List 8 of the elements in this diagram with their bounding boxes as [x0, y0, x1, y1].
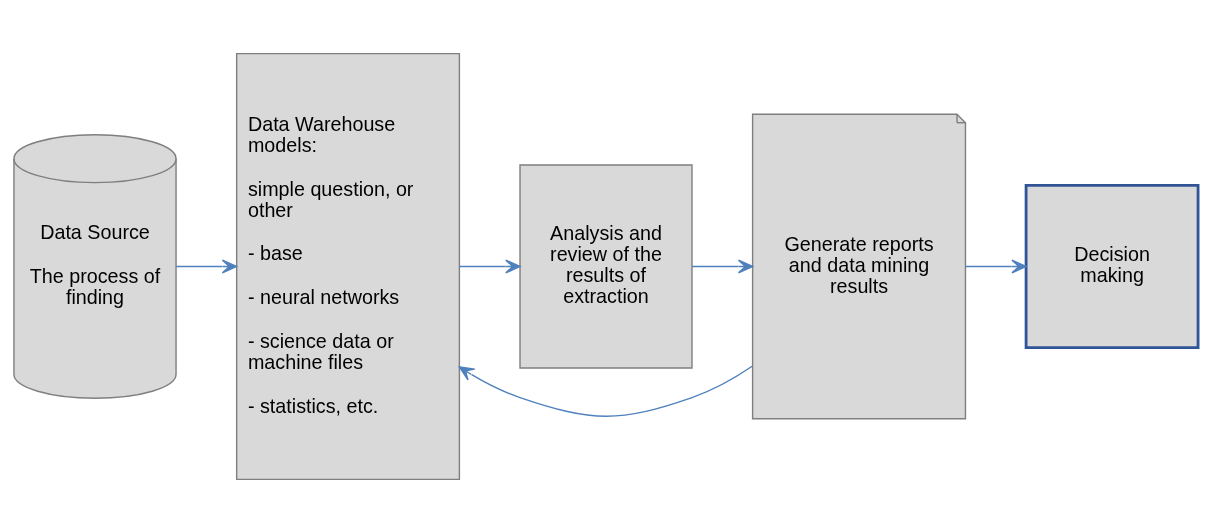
arrow: [964, 258, 1027, 274]
node-box: Analysis and review of the results of extraction: [519, 163, 693, 369]
arrow: [458, 258, 521, 274]
node-box: Data Warehouse models: simple question, or other - base - neural networks - science data or machine files - statistics, etc.: [235, 52, 461, 480]
arrow: [458, 364, 754, 417]
arrow: [175, 258, 238, 274]
node-box: Decision making: [1024, 183, 1200, 349]
arrow: [691, 258, 754, 274]
